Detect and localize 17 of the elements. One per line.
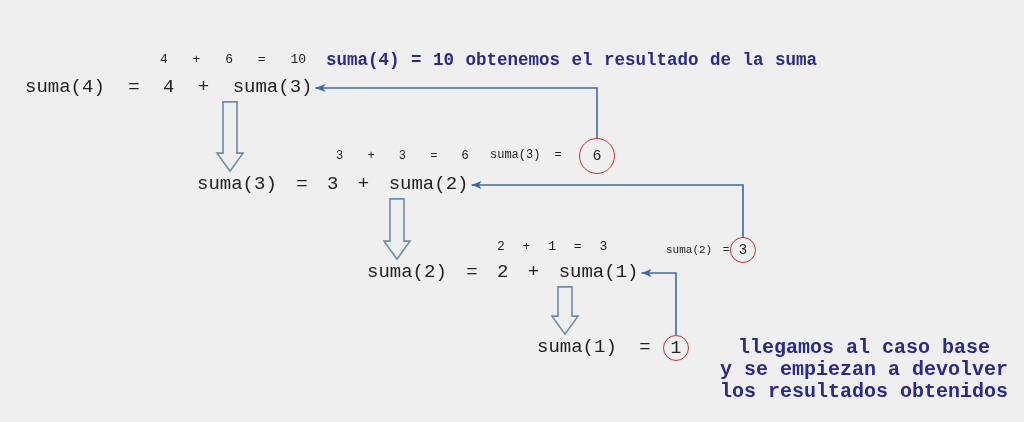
calculation-text: 4 + 6 = 10	[160, 52, 306, 68]
function-call-text: suma(2) =	[666, 243, 730, 257]
hollow-down-arrow	[215, 101, 245, 173]
return-arrow	[470, 181, 744, 238]
calculation-text: 2 + 1 = 3	[497, 239, 608, 255]
return-arrow	[314, 84, 598, 139]
note-text: llegamos al caso base y se empiezan a devolver los resultados obtenidos	[718, 337, 1009, 403]
equation-text: suma(1) =	[534, 334, 654, 362]
hollow-down-arrow	[550, 286, 580, 336]
calculation-text: 3 + 3 = 6	[336, 150, 469, 164]
equation-text: suma(3) = 3 + suma(2)	[194, 171, 472, 199]
hollow-down-arrow	[382, 198, 412, 261]
note-text: suma(4) = 10 obtenemos el resultado de la suma	[326, 49, 818, 71]
equation-text: suma(2) = 2 + suma(1)	[364, 259, 642, 287]
return-arrow	[640, 269, 677, 336]
equation-text: suma(4) = 4 + suma(3)	[22, 74, 316, 102]
function-call-text: suma(3) =	[490, 149, 562, 163]
